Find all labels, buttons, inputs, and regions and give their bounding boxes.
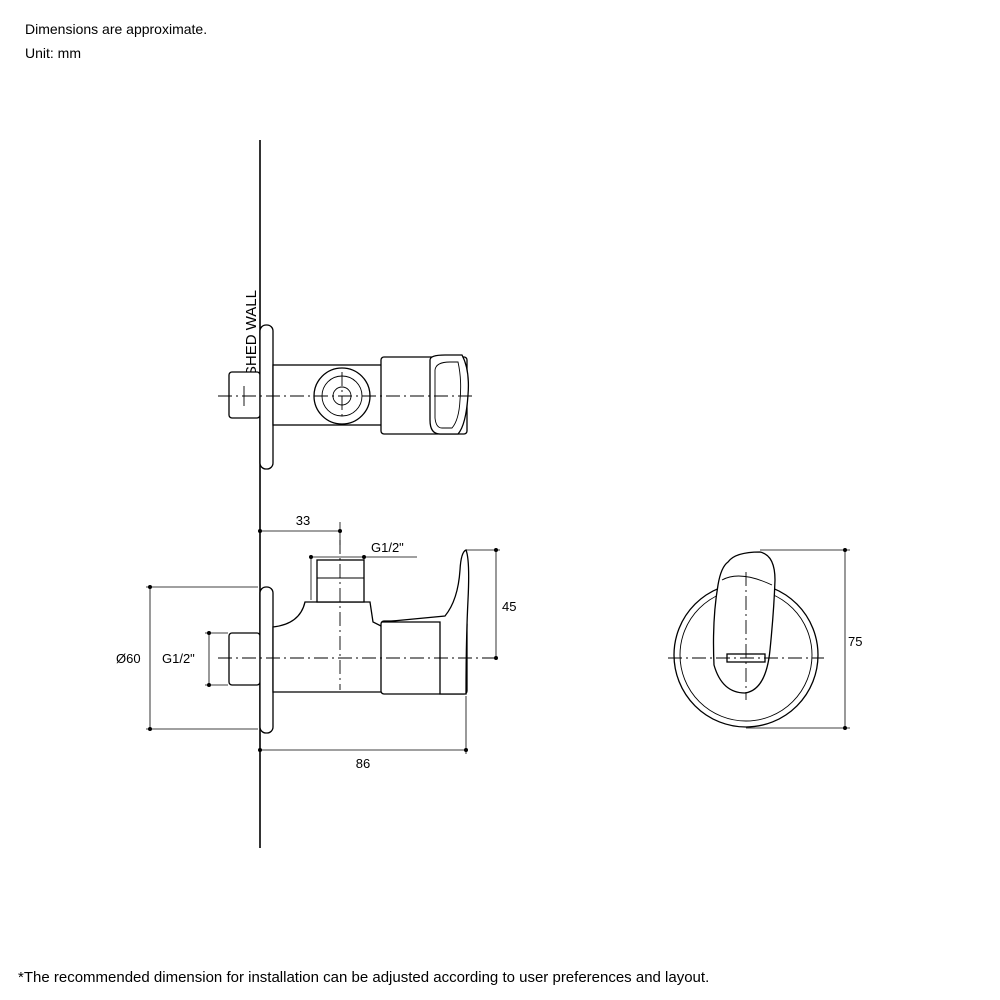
side-body xyxy=(272,601,384,693)
front-lever xyxy=(712,551,776,694)
dimension-33: 33 xyxy=(258,513,342,545)
dimension-86-label: 86 xyxy=(356,756,370,771)
dimension-33-label: 33 xyxy=(296,513,310,528)
note-approximate: Dimensions are approximate. xyxy=(25,21,208,37)
front-lever-contour xyxy=(721,575,773,586)
top-lever-inner xyxy=(434,361,462,429)
side-view xyxy=(218,540,500,734)
side-inlet-stub xyxy=(228,632,261,686)
dimension-75: 75 xyxy=(746,548,862,730)
dimension-inlet-thread: G1/2" xyxy=(162,631,228,687)
top-view xyxy=(218,324,476,470)
dimension-inlet-thread-label: G1/2" xyxy=(162,651,195,666)
dimension-dia60: Ø60 xyxy=(116,585,258,731)
top-flange xyxy=(259,324,274,470)
dimension-dia60-label: Ø60 xyxy=(116,651,141,666)
top-inlet-stub xyxy=(228,371,261,419)
dimension-outlet-thread-label: G1/2" xyxy=(371,540,404,555)
dimension-outlet-thread: G1/2" xyxy=(309,540,417,600)
dimension-45: 45 xyxy=(466,548,516,660)
front-view xyxy=(668,551,824,728)
footer-note: *The recommended dimension for installat… xyxy=(18,969,710,986)
top-lever xyxy=(429,354,470,435)
dimension-86: 86 xyxy=(258,696,468,771)
note-unit: Unit: mm xyxy=(25,45,81,61)
dimension-45-label: 45 xyxy=(502,599,516,614)
side-flange xyxy=(259,586,274,734)
side-outlet-thread xyxy=(316,559,365,603)
dimension-75-label: 75 xyxy=(848,634,862,649)
